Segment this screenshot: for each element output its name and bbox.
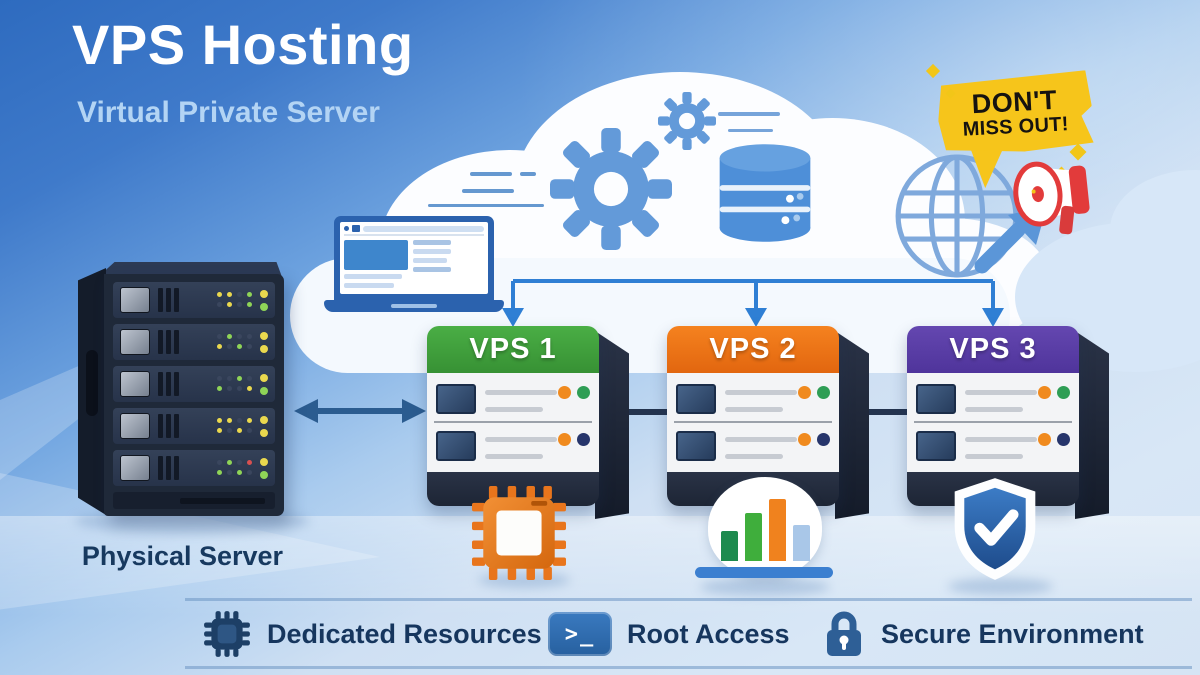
- vps2-header: VPS 2: [667, 326, 839, 373]
- decor-line: [462, 189, 514, 193]
- cpu-chip-icon: [472, 486, 566, 580]
- server-unit: [113, 324, 275, 360]
- vps-box-side: [835, 331, 869, 519]
- status-dot-orange: [558, 433, 571, 446]
- terminal-glyph: >_: [564, 621, 596, 647]
- globe-icon: [895, 154, 1019, 278]
- decor-line: [470, 172, 512, 176]
- physical-server-label: Physical Server: [81, 541, 284, 571]
- server-row-thumbnail: [436, 384, 476, 414]
- status-dot-orange: [798, 386, 811, 399]
- server-row: [436, 379, 590, 419]
- page-title: VPS Hosting: [72, 13, 414, 76]
- lock-icon: [827, 611, 861, 656]
- vps1-label: VPS 1: [469, 333, 557, 365]
- status-dot-orange: [1038, 433, 1051, 446]
- physical-server-top: [98, 262, 282, 277]
- status-dot-orange: [558, 386, 571, 399]
- vps3-body: [907, 373, 1079, 472]
- status-dot-navy: [1057, 433, 1070, 446]
- icon-shadow: [700, 578, 830, 596]
- feature-label: Dedicated Resources: [267, 618, 542, 649]
- chart-bar: [768, 499, 786, 561]
- vps3-header: VPS 3: [907, 326, 1079, 373]
- server-row: [676, 379, 830, 419]
- vps-box-3: VPS 3: [907, 326, 1111, 520]
- chip-icon: [204, 611, 250, 657]
- server-unit: [113, 366, 275, 402]
- server-unit: [113, 282, 275, 318]
- vps1-header: VPS 1: [427, 326, 599, 373]
- megaphone-icon: [1013, 161, 1090, 235]
- server-row-thumbnail: [436, 431, 476, 461]
- database-icon: [719, 144, 811, 242]
- status-dot-orange: [798, 433, 811, 446]
- server-row-thumbnail: [676, 431, 716, 461]
- status-dot-green: [817, 386, 830, 399]
- status-dot-navy: [577, 433, 590, 446]
- vps-box-side: [595, 331, 629, 519]
- feature-label: Root Access: [627, 618, 790, 649]
- vps2-body: [667, 373, 839, 472]
- feature-bar-top-line: [185, 598, 1192, 601]
- server-unit: [113, 450, 275, 486]
- page-subtitle: Virtual Private Server: [77, 96, 380, 129]
- feature-secure-environment: Secure Environment: [822, 606, 1144, 662]
- physical-server: [104, 274, 284, 516]
- promo-badge-line2: MISS OUT!: [962, 112, 1070, 141]
- vps1-body: [427, 373, 599, 472]
- physical-server-side: [78, 268, 106, 515]
- feature-bar-bottom-line: [185, 666, 1192, 669]
- chart-bar: [792, 525, 810, 561]
- feature-dedicated-resources: Dedicated Resources: [202, 606, 542, 662]
- feature-root-access: >_ Root Access: [548, 606, 790, 662]
- icon-shadow: [948, 578, 1053, 595]
- down-arrow-icon: [502, 308, 1004, 327]
- shield-check-icon: [954, 478, 1036, 580]
- vps2-label: VPS 2: [709, 333, 797, 365]
- decor-line: [718, 112, 780, 116]
- vps3-label: VPS 3: [949, 333, 1037, 365]
- server-row-thumbnail: [676, 384, 716, 414]
- server-unit: [113, 408, 275, 444]
- decor-line: [728, 129, 773, 132]
- chart-bar: [720, 531, 738, 561]
- server-row: [916, 426, 1070, 466]
- double-arrow-icon: [294, 399, 426, 423]
- decor-line: [520, 172, 536, 176]
- bar-chart-icon: [708, 477, 822, 577]
- status-dot-navy: [817, 433, 830, 446]
- server-row: [676, 426, 830, 466]
- chart-baseline: [695, 567, 833, 578]
- server-row: [436, 426, 590, 466]
- feature-label: Secure Environment: [881, 618, 1144, 649]
- vps-box-side: [1075, 331, 1109, 519]
- status-dot-orange: [1038, 386, 1051, 399]
- status-dot-green: [577, 386, 590, 399]
- terminal-icon: >_: [548, 612, 612, 656]
- server-row-thumbnail: [916, 431, 956, 461]
- decor-line: [428, 204, 544, 207]
- server-plinth: [113, 492, 275, 509]
- laptop-browser-icon: [324, 216, 504, 312]
- server-row: [916, 379, 1070, 419]
- status-dot-green: [1057, 386, 1070, 399]
- chart-bar: [744, 513, 762, 561]
- server-row-thumbnail: [916, 384, 956, 414]
